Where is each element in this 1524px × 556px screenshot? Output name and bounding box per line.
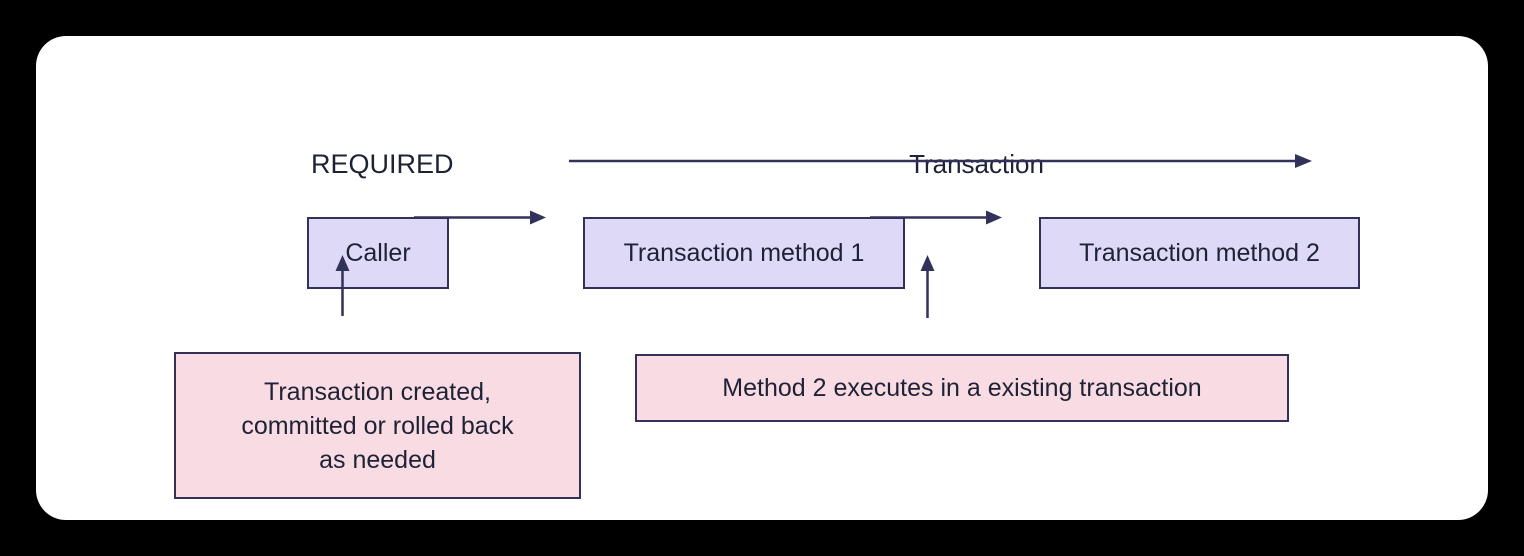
transaction-scope-label: Transaction — [909, 149, 1044, 179]
node-caller: Caller — [307, 217, 449, 289]
note-caller-line-2: committed or rolled back — [241, 411, 514, 440]
node-transaction-method-1: Transaction method 1 — [583, 217, 905, 289]
diagram-card: REQUIRED Transaction Caller Transaction … — [36, 36, 1488, 520]
node-transaction-method-2: Transaction method 2 — [1039, 217, 1360, 289]
note-caller-line-1: Transaction created, — [264, 377, 491, 406]
note-method2-label: Method 2 executes in a existing transact… — [722, 374, 1202, 402]
node-caller-label: Caller — [345, 238, 411, 267]
note-caller-transaction: Transaction created, committed or rolled… — [174, 352, 581, 499]
node-transaction-method-1-label: Transaction method 1 — [623, 238, 865, 267]
note-caller-line-3: as needed — [319, 445, 436, 474]
propagation-title: REQUIRED — [311, 149, 454, 179]
node-transaction-method-2-label: Transaction method 2 — [1079, 238, 1320, 267]
note-method2-existing-transaction: Method 2 executes in a existing transact… — [635, 354, 1289, 422]
